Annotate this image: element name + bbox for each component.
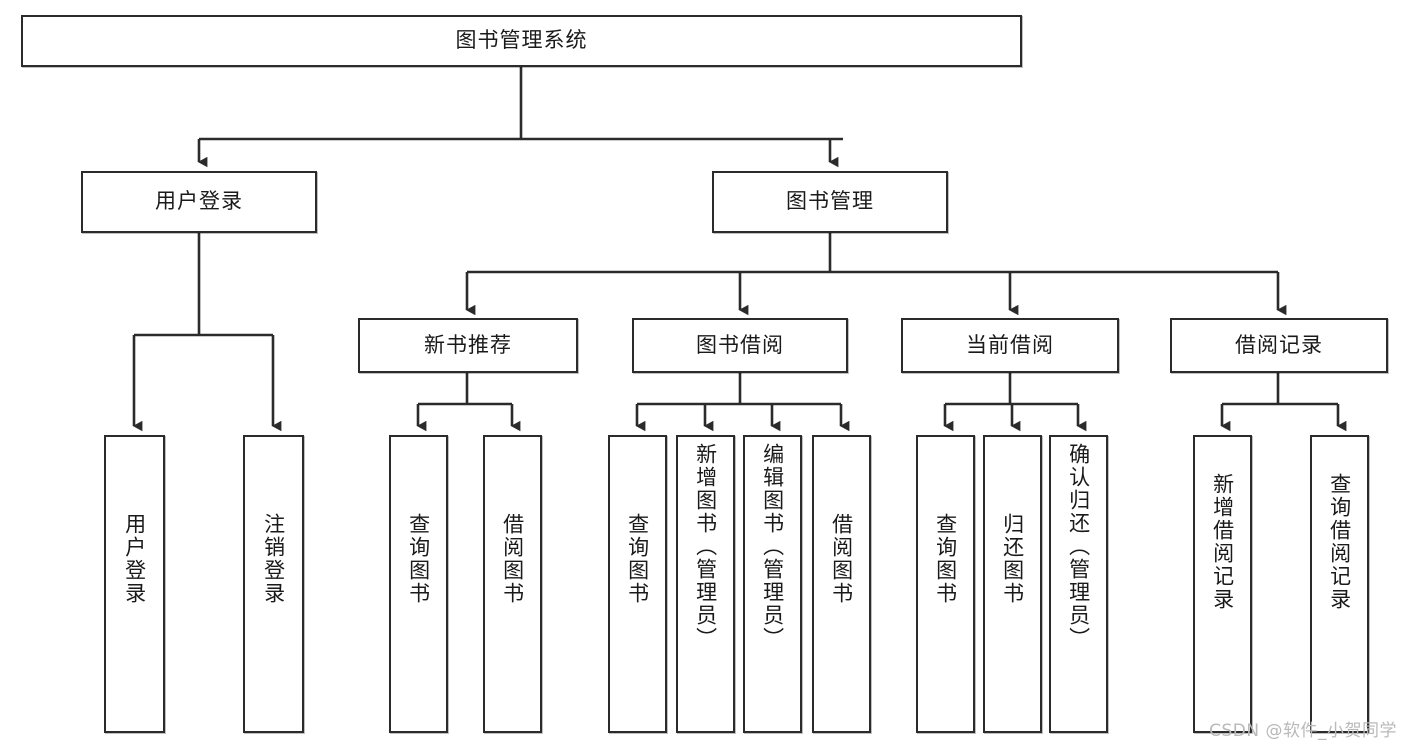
node-book-borrow-label: 图书借阅 [696, 332, 784, 357]
watermark: CSDN @软件_小贺同学 [1209, 721, 1397, 741]
node-leaf-add-book-label: 新增图书（管理员） [693, 443, 718, 650]
node-leaf-confirm-return[interactable]: 确认归还（管理员） [1049, 435, 1108, 733]
node-user-login[interactable]: 用户登录 [81, 171, 317, 233]
node-leaf-query-book-1-label: 查询图书 [406, 513, 431, 605]
node-new-book-rec-label: 新书推荐 [424, 332, 512, 357]
node-borrow-record-label: 借阅记录 [1235, 332, 1323, 357]
node-leaf-query-book-3-label: 查询图书 [933, 513, 958, 605]
node-current-borrow-label: 当前借阅 [966, 332, 1054, 357]
node-leaf-query-book-2[interactable]: 查询图书 [608, 435, 667, 733]
node-leaf-edit-book-label: 编辑图书（管理员） [760, 443, 785, 650]
node-leaf-add-record-label: 新增借阅记录 [1210, 473, 1235, 611]
node-leaf-borrow-book-1[interactable]: 借阅图书 [483, 435, 542, 733]
node-book-manage-label: 图书管理 [786, 189, 874, 214]
node-leaf-borrow-book-2[interactable]: 借阅图书 [812, 435, 871, 733]
node-leaf-add-record[interactable]: 新增借阅记录 [1193, 435, 1252, 733]
node-leaf-query-book-2-label: 查询图书 [625, 513, 650, 605]
node-leaf-return-book-label: 归还图书 [1000, 513, 1025, 605]
node-leaf-user-login[interactable]: 用户登录 [104, 435, 165, 733]
node-leaf-user-login-label: 用户登录 [122, 513, 147, 605]
node-leaf-borrow-book-2-label: 借阅图书 [829, 513, 854, 605]
node-leaf-query-record[interactable]: 查询借阅记录 [1310, 435, 1369, 733]
node-leaf-edit-book[interactable]: 编辑图书（管理员） [743, 435, 802, 733]
node-leaf-query-book-1[interactable]: 查询图书 [389, 435, 448, 733]
node-current-borrow[interactable]: 当前借阅 [901, 318, 1119, 373]
node-leaf-return-book[interactable]: 归还图书 [983, 435, 1042, 733]
node-borrow-record[interactable]: 借阅记录 [1170, 318, 1388, 373]
node-leaf-query-record-label: 查询借阅记录 [1327, 473, 1352, 611]
node-user-login-label: 用户登录 [155, 189, 243, 214]
node-leaf-borrow-book-1-label: 借阅图书 [500, 513, 525, 605]
node-new-book-rec[interactable]: 新书推荐 [358, 318, 578, 373]
node-leaf-confirm-return-label: 确认归还（管理员） [1066, 443, 1091, 650]
node-root-label: 图书管理系统 [455, 28, 588, 53]
node-leaf-logout-label: 注销登录 [261, 513, 286, 605]
node-book-manage[interactable]: 图书管理 [712, 171, 948, 233]
node-leaf-add-book[interactable]: 新增图书（管理员） [676, 435, 735, 733]
node-root[interactable]: 图书管理系统 [21, 15, 1022, 67]
node-leaf-query-book-3[interactable]: 查询图书 [916, 435, 975, 733]
node-leaf-logout[interactable]: 注销登录 [243, 435, 304, 733]
node-book-borrow[interactable]: 图书借阅 [632, 318, 848, 373]
